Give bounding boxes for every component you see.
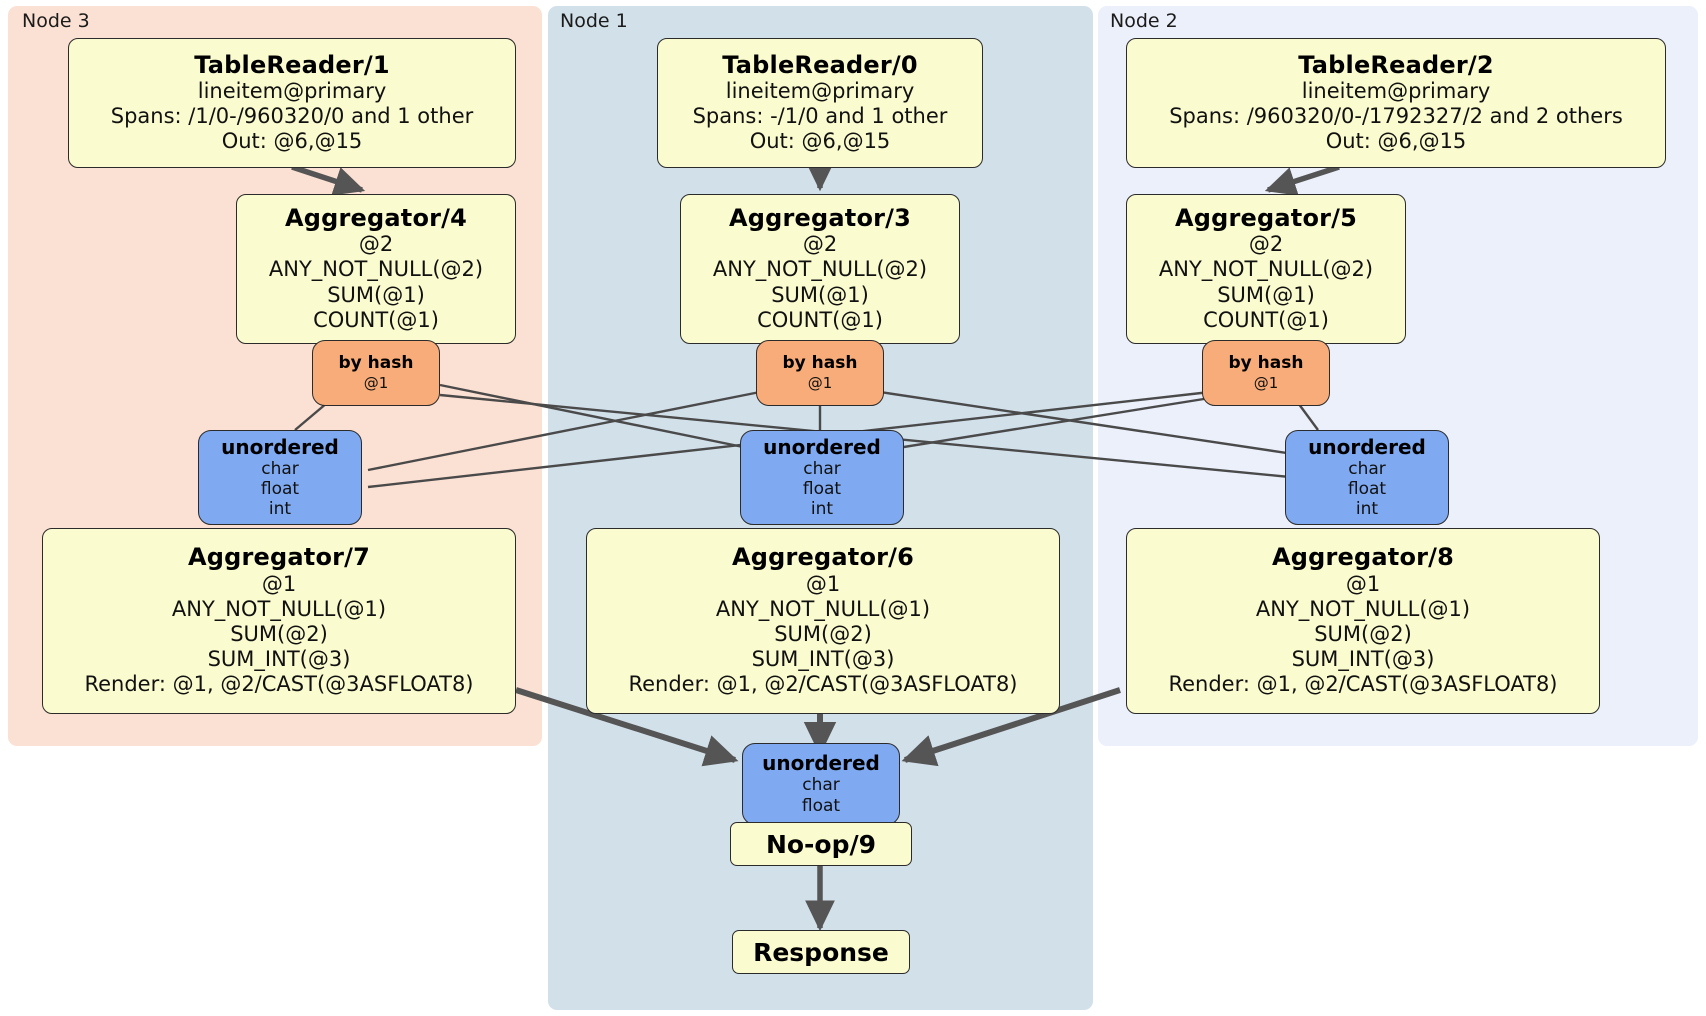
processor-detail-line: ANY_NOT_NULL(@2) <box>1158 257 1374 282</box>
processor-detail-line: lineitem@primary <box>1301 78 1491 103</box>
processor-detail-line: SUM_INT(@3) <box>1291 647 1435 672</box>
router-detail-line: float <box>260 478 300 499</box>
processor-detail-line: COUNT(@1) <box>757 307 883 332</box>
node-label-node3: Node 3 <box>22 10 90 32</box>
processor-detail-line: lineitem@primary <box>725 78 915 103</box>
router-detail-line: char <box>802 775 840 796</box>
processor-title: Aggregator/6 <box>731 543 915 572</box>
router-detail-line: @1 <box>1253 373 1279 392</box>
processor-aggregator-6[interactable]: Aggregator/6 @1 ANY_NOT_NULL(@1) SUM(@2)… <box>586 528 1060 714</box>
processor-detail-line: @2 <box>358 232 394 257</box>
router-detail-line: char <box>803 458 841 479</box>
processor-aggregator-8[interactable]: Aggregator/8 @1 ANY_NOT_NULL(@1) SUM(@2)… <box>1126 528 1600 714</box>
processor-detail-line: lineitem@primary <box>197 78 387 103</box>
processor-detail-line: SUM_INT(@3) <box>751 647 895 672</box>
processor-detail-line: SUM_INT(@3) <box>207 647 351 672</box>
processor-detail-line: Spans: -/1/0 and 1 other <box>692 104 948 129</box>
processor-detail-line: SUM(@1) <box>1217 282 1315 307</box>
router-detail-line: int <box>810 499 834 520</box>
processor-tablereader-1[interactable]: TableReader/1 lineitem@primary Spans: /1… <box>68 38 516 168</box>
router-detail-line: float <box>802 478 842 499</box>
processor-title: TableReader/2 <box>1298 50 1494 79</box>
processor-detail-line: @2 <box>1248 232 1284 257</box>
processor-detail-line: SUM(@2) <box>1314 622 1412 647</box>
processor-detail-line: Spans: /960320/0-/1792327/2 and 2 others <box>1169 104 1623 129</box>
processor-render-line: Render: @1, @2/CAST(@3ASFLOAT8) <box>1168 672 1558 697</box>
router-detail-line: float <box>1347 478 1387 499</box>
router-title: unordered <box>762 751 880 776</box>
router-title: by hash <box>1228 353 1304 374</box>
processor-aggregator-3[interactable]: Aggregator/3 @2 ANY_NOT_NULL(@2) SUM(@1)… <box>680 194 960 344</box>
processor-aggregator-5[interactable]: Aggregator/5 @2 ANY_NOT_NULL(@2) SUM(@1)… <box>1126 194 1406 344</box>
processor-detail-line: @2 <box>802 232 838 257</box>
processor-detail-line: SUM(@1) <box>771 282 869 307</box>
processor-detail-line: ANY_NOT_NULL(@1) <box>1255 596 1471 621</box>
processor-detail-line: ANY_NOT_NULL(@2) <box>712 257 928 282</box>
router-detail-line: @1 <box>807 373 833 392</box>
router-title: unordered <box>763 434 881 459</box>
processor-noop-9[interactable]: No-op/9 <box>730 822 912 866</box>
router-detail-line: float <box>801 795 841 816</box>
router-detail-line: int <box>268 499 292 520</box>
processor-detail-line: Spans: /1/0-/960320/0 and 1 other <box>110 104 474 129</box>
node-label-node1: Node 1 <box>560 10 628 32</box>
processor-detail-line: SUM(@2) <box>774 622 872 647</box>
processor-title: Aggregator/4 <box>284 203 468 232</box>
processor-title: Aggregator/7 <box>187 543 371 572</box>
processor-title: Aggregator/8 <box>1271 543 1455 572</box>
router-detail-line: int <box>1355 499 1379 520</box>
processor-detail-line: COUNT(@1) <box>313 307 439 332</box>
processor-detail-line: Out: @6,@15 <box>221 129 363 154</box>
processor-aggregator-4[interactable]: Aggregator/4 @2 ANY_NOT_NULL(@2) SUM(@1)… <box>236 194 516 344</box>
router-by-hash-node1[interactable]: by hash @1 <box>756 340 884 406</box>
processor-title: Response <box>753 937 889 967</box>
processor-detail-line: ANY_NOT_NULL(@1) <box>715 596 931 621</box>
processor-render-line: Render: @1, @2/CAST(@3ASFLOAT8) <box>84 672 474 697</box>
router-unordered-node2[interactable]: unordered char float int <box>1285 430 1449 525</box>
processor-detail-line: @1 <box>1345 571 1381 596</box>
processor-title: Aggregator/5 <box>1174 203 1358 232</box>
router-detail-line: @1 <box>363 373 389 392</box>
processor-detail-line: @1 <box>805 571 841 596</box>
processor-title: No-op/9 <box>765 829 877 859</box>
processor-detail-line: COUNT(@1) <box>1203 307 1329 332</box>
processor-title: TableReader/0 <box>722 50 918 79</box>
processor-detail-line: Out: @6,@15 <box>749 129 891 154</box>
router-unordered-node3[interactable]: unordered char float int <box>198 430 362 525</box>
router-detail-line: char <box>261 458 299 479</box>
router-unordered-final[interactable]: unordered char float <box>742 743 900 825</box>
router-by-hash-node2[interactable]: by hash @1 <box>1202 340 1330 406</box>
processor-render-line: Render: @1, @2/CAST(@3ASFLOAT8) <box>628 672 1018 697</box>
processor-title: TableReader/1 <box>194 50 390 79</box>
processor-title: Aggregator/3 <box>728 203 912 232</box>
processor-detail-line: SUM(@2) <box>230 622 328 647</box>
router-title: unordered <box>1308 434 1426 459</box>
processor-detail-line: ANY_NOT_NULL(@1) <box>171 596 387 621</box>
router-detail-line: char <box>1348 458 1386 479</box>
processor-detail-line: @1 <box>261 571 297 596</box>
processor-aggregator-7[interactable]: Aggregator/7 @1 ANY_NOT_NULL(@1) SUM(@2)… <box>42 528 516 714</box>
processor-tablereader-2[interactable]: TableReader/2 lineitem@primary Spans: /9… <box>1126 38 1666 168</box>
router-title: by hash <box>782 353 858 374</box>
processor-detail-line: SUM(@1) <box>327 282 425 307</box>
router-title: unordered <box>221 434 339 459</box>
router-title: by hash <box>338 353 414 374</box>
processor-response[interactable]: Response <box>732 930 910 974</box>
router-by-hash-node3[interactable]: by hash @1 <box>312 340 440 406</box>
node-label-node2: Node 2 <box>1110 10 1178 32</box>
router-unordered-node1[interactable]: unordered char float int <box>740 430 904 525</box>
processor-tablereader-0[interactable]: TableReader/0 lineitem@primary Spans: -/… <box>657 38 983 168</box>
processor-detail-line: Out: @6,@15 <box>1325 129 1467 154</box>
processor-detail-line: ANY_NOT_NULL(@2) <box>268 257 484 282</box>
